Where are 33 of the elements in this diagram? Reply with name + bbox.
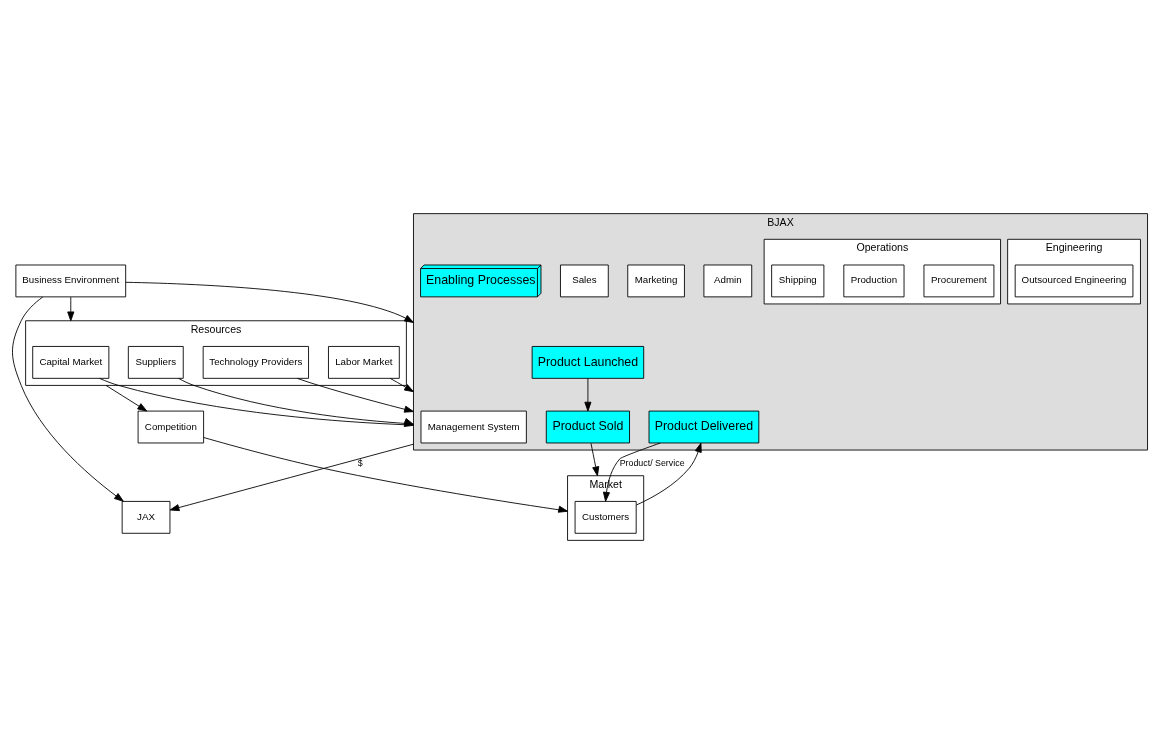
- arrow: [296, 377, 414, 413]
- node-box: Capital Market: [32, 346, 110, 379]
- node-box: Shipping: [771, 264, 825, 298]
- arrow: [169, 443, 414, 512]
- arrow: [602, 442, 661, 502]
- arrow: [12, 296, 124, 502]
- node-box: Procurement: [923, 264, 995, 298]
- node-box: Sales: [560, 264, 609, 298]
- node-box: Marketing: [627, 264, 685, 298]
- edge-label: Product/ Service: [619, 457, 685, 468]
- arrow: [590, 442, 600, 477]
- node-box: Customers: [574, 500, 637, 534]
- node-box: JAX: [121, 500, 171, 534]
- node-box: Product Launched: [531, 346, 645, 379]
- node-box: Product Sold: [545, 410, 630, 444]
- arrow: [125, 281, 414, 323]
- node-box: Labor Market: [328, 346, 400, 379]
- edge-label: $: [357, 457, 363, 468]
- arrow: [203, 437, 568, 513]
- arrow: [105, 384, 148, 412]
- node-box: Product Delivered: [648, 410, 760, 444]
- arrow: [584, 378, 592, 412]
- node-box: Technology Providers: [202, 346, 309, 379]
- node-box: Production: [843, 264, 905, 298]
- arrow: [67, 296, 75, 322]
- node-box: Outsourced Engineering: [1014, 264, 1134, 298]
- node-box: Competition: [137, 410, 205, 444]
- node-box: Business Environment: [15, 264, 127, 298]
- arrow: [389, 377, 414, 393]
- node-box: Management System: [420, 410, 527, 444]
- node-box: Admin: [703, 264, 753, 298]
- arrow: [636, 442, 702, 506]
- node-box: Suppliers: [127, 346, 184, 379]
